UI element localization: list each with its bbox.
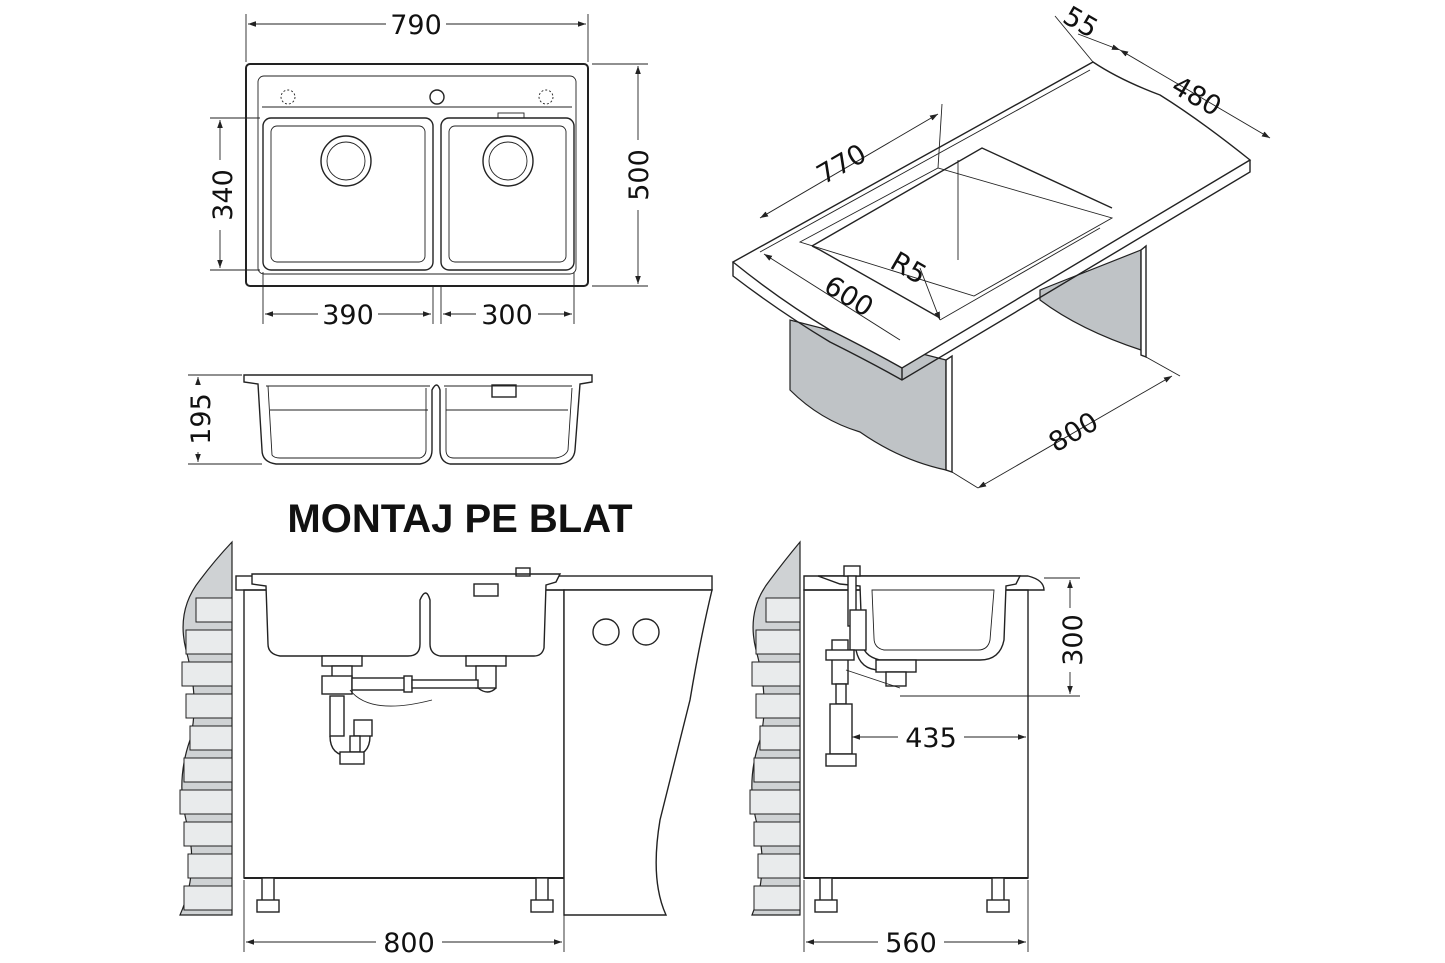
- section-view: 195: [186, 374, 593, 465]
- dim-side-offset: 435: [905, 723, 957, 754]
- left-bowl: [262, 117, 434, 271]
- wall-bricks: [749, 597, 801, 911]
- front-install-view: 800: [179, 540, 713, 959]
- left-drain: [320, 135, 372, 187]
- left-bowl-inner: [270, 125, 426, 263]
- sink-outline: [245, 63, 589, 287]
- dim-left-bowl-width: 390: [322, 300, 374, 331]
- side-install-view: 300 435 560: [749, 540, 1089, 959]
- dim-bowl-depth: 340: [208, 169, 239, 221]
- dim-cutout-length: 770: [812, 138, 872, 191]
- dim-overall-width: 790: [390, 10, 442, 41]
- overflow-slot: [497, 112, 525, 119]
- countertop: [731, 61, 1252, 369]
- dim-rim: 55: [1058, 1, 1103, 45]
- dim-overall-depth: 500: [624, 149, 655, 201]
- wall-bricks: [179, 597, 233, 911]
- tap-hole-optional: [280, 89, 296, 105]
- cabinet-leg: [991, 877, 1005, 903]
- plumbing-side: [825, 565, 917, 767]
- tap-hole-optional: [538, 89, 554, 105]
- knob: [592, 618, 620, 646]
- right-bowl-inner: [448, 125, 567, 263]
- sink-inner-rim: [257, 75, 577, 275]
- overflow: [491, 384, 517, 398]
- tap-hole: [429, 89, 445, 105]
- dim-section-depth: 195: [186, 393, 217, 445]
- dim-front-cabinet-width: 800: [383, 928, 435, 959]
- dim-iso-cabinet-width: 800: [1044, 406, 1104, 459]
- dim-side-height: 300: [1058, 614, 1089, 666]
- dim-right-bowl-width: 300: [481, 300, 533, 331]
- sink-section-outline: [243, 374, 593, 465]
- top-view: 790 500 340 390 300: [208, 10, 655, 331]
- right-bowl: [440, 117, 575, 271]
- cabinet-leg: [535, 877, 549, 903]
- knob: [632, 618, 660, 646]
- cabinet-leg: [261, 877, 275, 903]
- plumbing: [321, 655, 507, 765]
- right-drain: [482, 135, 534, 187]
- cabinet-leg: [819, 877, 833, 903]
- iso-view: 55 480 770 600 R5 800: [731, 1, 1271, 489]
- sink-front: [251, 573, 562, 657]
- dim-side-cabinet-depth: 560: [885, 928, 937, 959]
- section-title: MONTAJ PE BLAT: [287, 497, 632, 541]
